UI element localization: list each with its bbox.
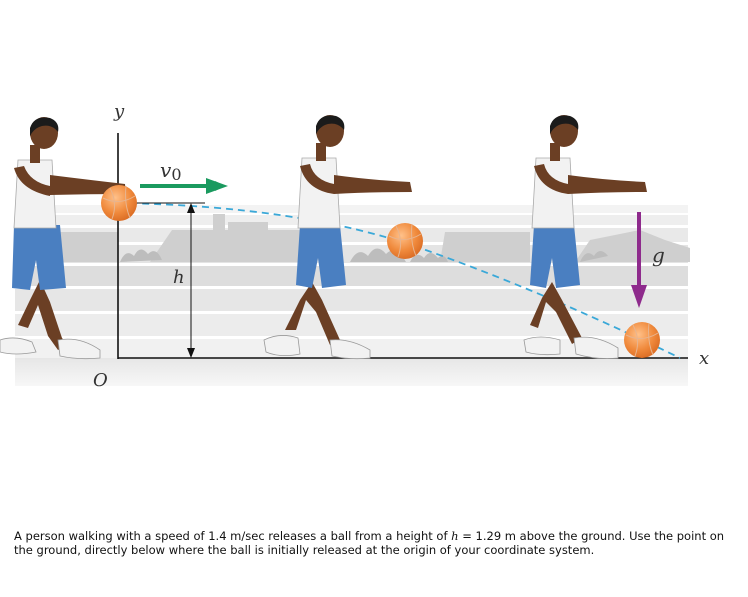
ball-3 [624, 322, 660, 358]
y-axis-label: y [113, 101, 125, 122]
velocity-label-sub: 0 [171, 165, 181, 184]
person-2 [263, 115, 412, 360]
x-axis-label: x [699, 348, 709, 369]
caption-var-h: h [451, 529, 459, 543]
problem-caption: A person walking with a speed of 1.4 m/s… [14, 529, 734, 557]
velocity-label-main: v [160, 158, 172, 182]
velocity-label: v0 [160, 158, 182, 184]
ball-2 [387, 223, 423, 259]
gravity-label: g [652, 243, 665, 267]
background-stripes [15, 205, 688, 359]
caption-part-1: A person walking with a speed of 1.4 m/s… [14, 529, 452, 543]
caption-part-2: = 1.29 m above the ground. Use the point… [14, 529, 725, 557]
velocity-arrow-head [206, 178, 228, 194]
ground [15, 358, 688, 386]
projectile-scene: y x O v0 h g [0, 101, 709, 391]
ball-1 [101, 185, 137, 221]
height-label: h [173, 267, 185, 288]
gravity-arrow [631, 212, 647, 308]
origin-label: O [93, 370, 108, 391]
person-1 [0, 117, 126, 360]
height-dimension [187, 203, 195, 358]
person-3 [523, 115, 647, 359]
